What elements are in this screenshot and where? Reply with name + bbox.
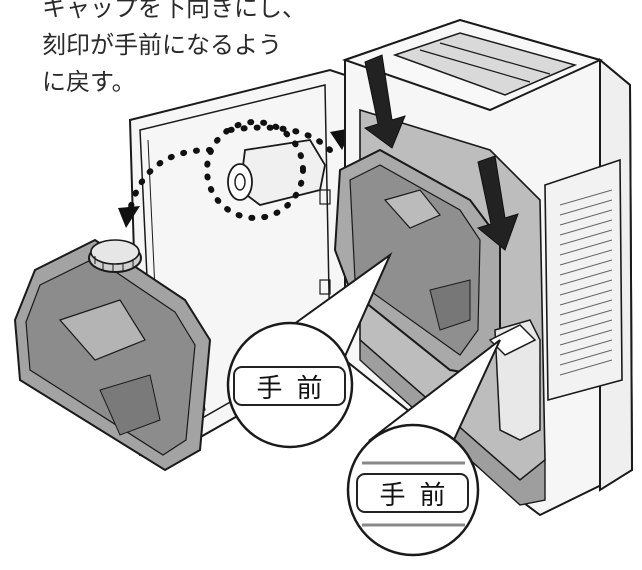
instruction-text: キャップを下向きにし、 刻印が手前になるよう に戻す。 (42, 0, 342, 101)
instruction-line-1: キャップを下向きにし、 (42, 0, 306, 22)
water-tank-removed (13, 238, 212, 472)
float-assembly (488, 319, 541, 441)
water-tank-inserted (333, 148, 501, 377)
front-label-upper: 手前 (233, 366, 346, 406)
cap-highlight-dotted-circle (204, 119, 306, 221)
dotted-arrow-to-tank (227, 124, 333, 153)
dotted-arrow-left (127, 147, 213, 213)
instruction-line-2: 刻印が手前になるよう (42, 31, 282, 59)
instruction-line-3: に戻す。 (42, 68, 136, 96)
front-label-lower: 手前 (356, 473, 469, 513)
insert-arrow-left (363, 54, 406, 149)
insert-arrow-right (476, 155, 519, 251)
cap-holder (227, 139, 326, 206)
arrowhead-down-left (118, 206, 140, 228)
